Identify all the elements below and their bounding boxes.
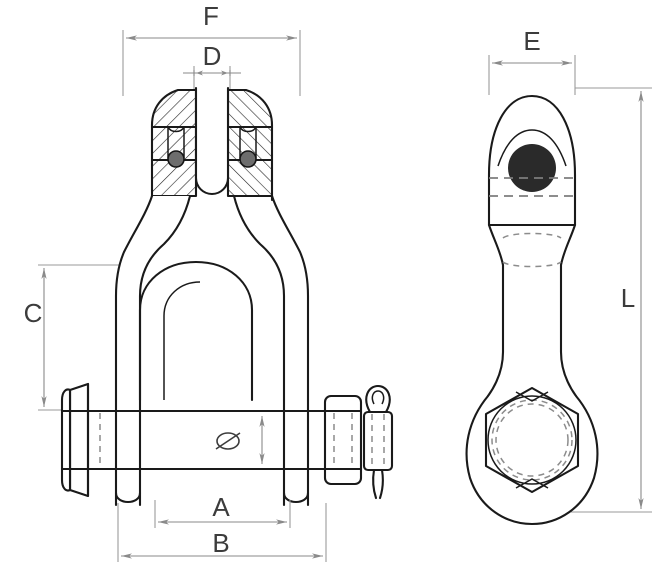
hex-nut bbox=[323, 394, 363, 486]
dimension-L: L bbox=[560, 87, 652, 513]
dimension-label-B: B bbox=[212, 528, 229, 558]
dimension-label-C: C bbox=[24, 298, 43, 328]
dimension-B: B bbox=[117, 503, 327, 562]
detent-ball-left bbox=[167, 150, 185, 168]
side-view-body bbox=[486, 223, 578, 402]
front-view: F D C bbox=[24, 1, 394, 562]
cotter-pin bbox=[362, 384, 394, 500]
pin-section-solid bbox=[508, 144, 556, 192]
diameter-symbol bbox=[215, 432, 241, 450]
clevis-eye bbox=[487, 94, 577, 227]
dimension-label-E: E bbox=[523, 26, 540, 56]
hexagon-nut-outline bbox=[484, 386, 580, 494]
detent-ball-right bbox=[239, 150, 257, 168]
dimension-A: A bbox=[154, 492, 291, 528]
dimension-label-F: F bbox=[203, 1, 219, 31]
dimension-label-L: L bbox=[621, 283, 635, 313]
nut-hex-face bbox=[465, 386, 599, 526]
side-view: E L bbox=[465, 26, 652, 526]
dimension-label-D: D bbox=[203, 41, 222, 71]
dimension-label-A: A bbox=[212, 492, 230, 522]
dimension-D: D bbox=[183, 41, 241, 90]
diameter-callout bbox=[215, 416, 265, 464]
clevis-pin-assembly bbox=[150, 86, 274, 202]
hex-bolt-head bbox=[60, 382, 101, 498]
dimension-F: F bbox=[122, 1, 301, 96]
dimension-E: E bbox=[488, 26, 576, 95]
bolt-shank bbox=[86, 409, 332, 471]
dimension-C: C bbox=[24, 264, 120, 411]
